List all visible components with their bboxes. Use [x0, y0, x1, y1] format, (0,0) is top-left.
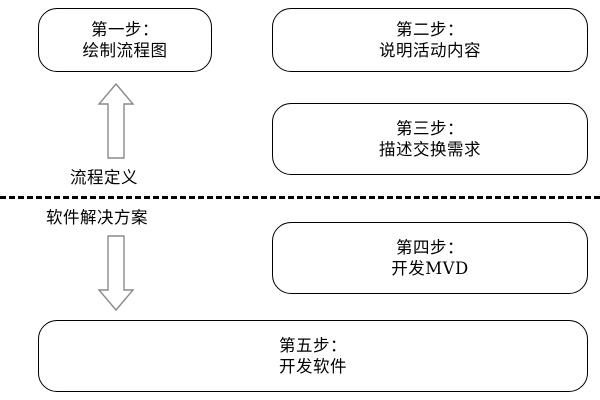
step-box-4[interactable]: 第四步： 开发MVD [272, 222, 588, 294]
step-1-heading: 第一步： [91, 19, 159, 39]
step-4-heading: 第四步： [396, 237, 464, 257]
arrow-up-icon [96, 82, 136, 160]
step-3-body: 描述交换需求 [379, 140, 481, 159]
step-4-body: 开发MVD [391, 259, 469, 278]
step-2-heading: 第二步： [396, 19, 464, 39]
section-label-software-solution: 软件解决方案 [46, 208, 148, 227]
step-1-body: 绘制流程图 [82, 41, 168, 60]
arrow-down-icon [96, 234, 136, 312]
section-label-process-definition: 流程定义 [70, 168, 138, 187]
step-box-3[interactable]: 第三步： 描述交换需求 [272, 103, 588, 175]
step-5-heading: 第五步： [279, 335, 347, 355]
step-3-heading: 第三步： [396, 118, 464, 138]
step-5-body: 开发软件 [279, 357, 347, 376]
step-2-body: 说明活动内容 [379, 41, 481, 60]
step-box-5[interactable]: 第五步： 开发软件 [38, 320, 588, 392]
step-box-1[interactable]: 第一步： 绘制流程图 [38, 8, 212, 72]
dashed-divider-icon [0, 196, 600, 199]
step-box-2[interactable]: 第二步： 说明活动内容 [272, 8, 588, 72]
